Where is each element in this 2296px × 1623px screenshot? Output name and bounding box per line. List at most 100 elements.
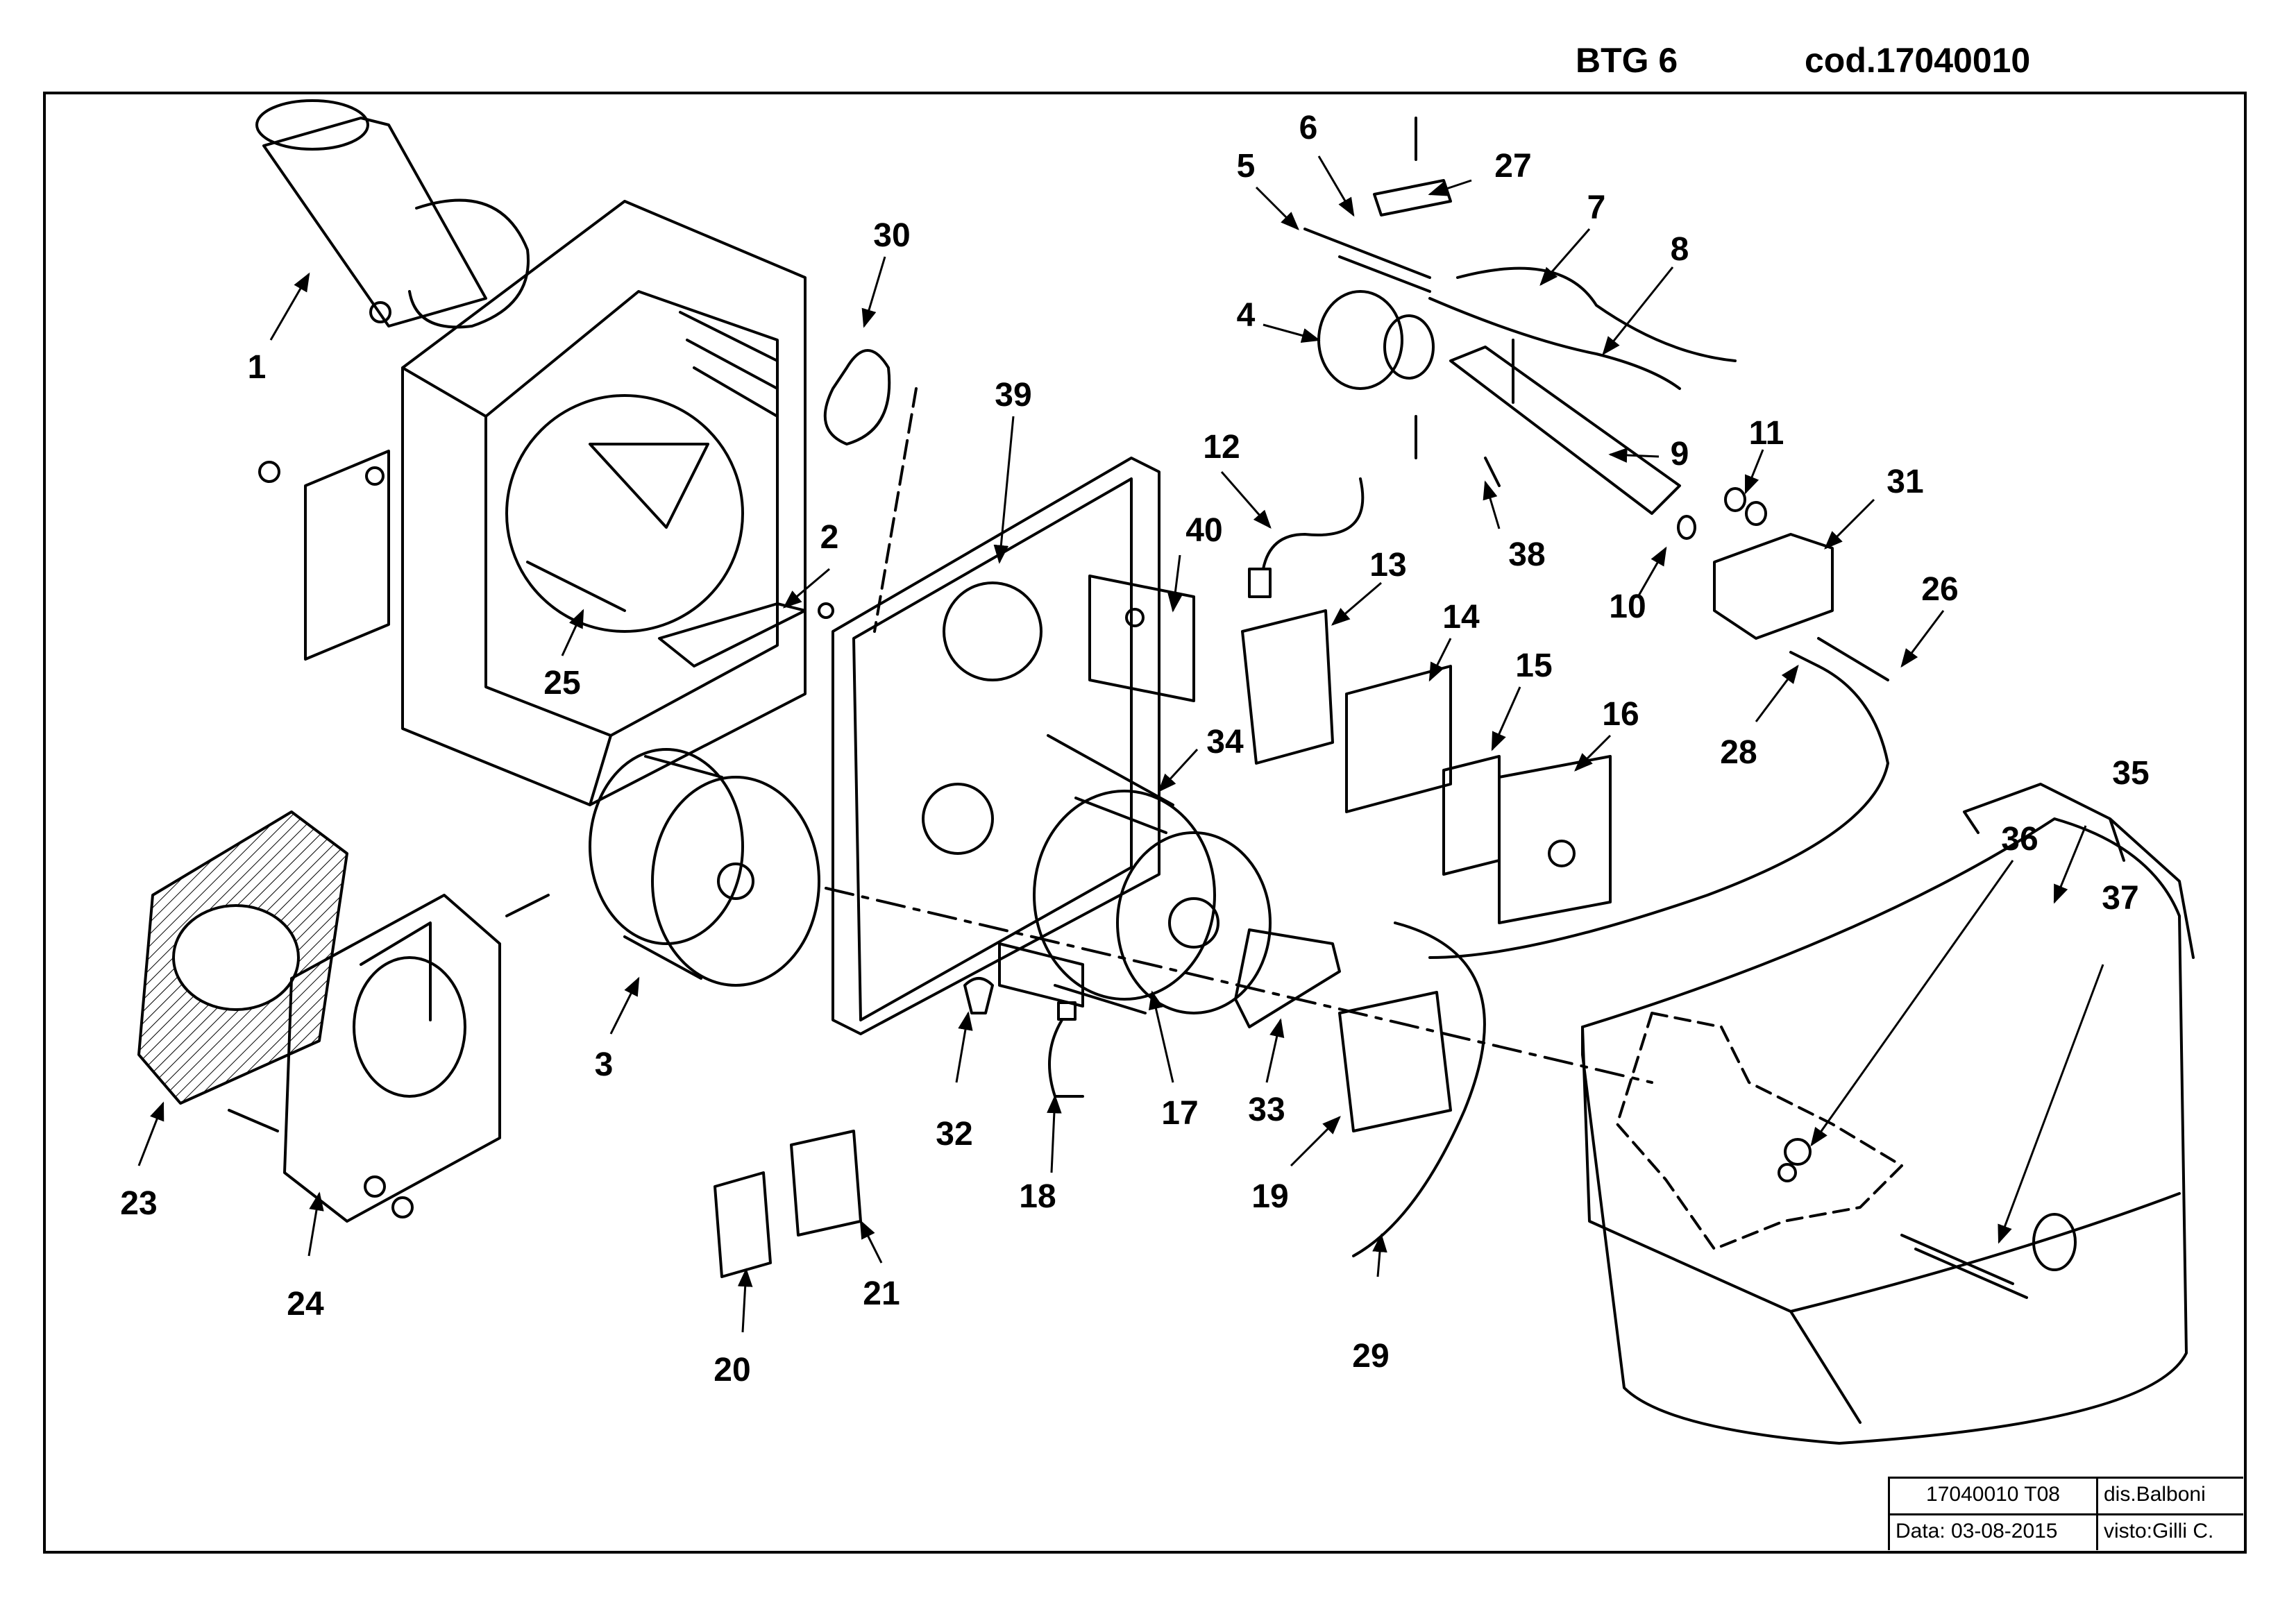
callout-19: 19 — [1251, 1178, 1288, 1215]
callout-12: 12 — [1203, 429, 1240, 466]
mounting-flange — [283, 894, 501, 1223]
electrode — [1303, 228, 1431, 279]
burner-cover — [1581, 817, 2188, 1445]
callout-7: 7 — [1587, 189, 1606, 226]
callout-16: 16 — [1602, 696, 1639, 733]
callout-29: 29 — [1352, 1338, 1389, 1375]
leader — [1483, 480, 1501, 529]
washer — [818, 602, 834, 619]
callout-23: 23 — [120, 1185, 157, 1222]
washer — [1778, 1163, 1797, 1182]
callout-20: 20 — [714, 1352, 750, 1388]
seal-washer — [1745, 501, 1767, 526]
ignition-transformer — [1241, 609, 1334, 765]
leader — [955, 1011, 973, 1083]
leader — [1331, 581, 1382, 626]
screw — [505, 894, 550, 917]
fitting — [1817, 637, 1889, 681]
control-base — [1345, 665, 1452, 813]
nut — [1784, 1138, 1812, 1166]
mounting-plate — [832, 457, 1160, 1035]
fan-housing — [401, 200, 807, 806]
callout-15: 15 — [1515, 647, 1552, 684]
sight-glass — [2032, 1213, 2077, 1271]
electrode-plate — [1373, 179, 1452, 216]
assembly-brace — [1963, 783, 2195, 959]
cover-screw — [1900, 1234, 2014, 1285]
leader — [859, 1219, 883, 1264]
socket-connector — [790, 1130, 862, 1237]
washer — [364, 1175, 386, 1198]
ht-cable-2 — [1428, 297, 1681, 390]
leader — [1491, 686, 1521, 751]
drawing-date: Data: 03-08-2015 — [1890, 1515, 2098, 1550]
fuel-line — [1352, 921, 1486, 1257]
callout-18: 18 — [1019, 1178, 1056, 1215]
callout-34: 34 — [1206, 724, 1244, 760]
model-label: BTG 6 — [1576, 41, 1678, 80]
callout-36: 36 — [2001, 821, 2038, 858]
dash-axis — [873, 387, 918, 633]
leader — [2053, 825, 2087, 904]
leader — [1539, 228, 1591, 287]
air-flap — [658, 602, 807, 668]
leader — [993, 416, 1015, 564]
plug-connector — [714, 1171, 772, 1278]
leader — [1148, 990, 1174, 1083]
callout-24: 24 — [287, 1286, 324, 1323]
leader — [1428, 179, 1472, 196]
screw — [1125, 608, 1145, 627]
callout-3: 3 — [595, 1046, 614, 1083]
callout-17: 17 — [1161, 1095, 1198, 1132]
code-label: cod.17040010 — [1805, 41, 2031, 80]
callout-10: 10 — [1609, 588, 1646, 625]
callout-31: 31 — [1886, 464, 1923, 500]
blast-tube — [255, 99, 530, 329]
head-disc — [1317, 290, 1435, 390]
callout-4: 4 — [1237, 297, 1256, 334]
bracket — [1088, 575, 1195, 702]
callout-1: 1 — [248, 349, 267, 386]
callout-32: 32 — [936, 1116, 972, 1153]
leader — [307, 1191, 324, 1257]
control-box — [1498, 755, 1612, 924]
callout-38: 38 — [1508, 536, 1545, 573]
leader — [1167, 554, 1183, 613]
callout-14: 14 — [1442, 599, 1480, 636]
leader — [1290, 1116, 1341, 1167]
leader — [269, 272, 310, 341]
connector — [1057, 1001, 1077, 1021]
leader — [1255, 186, 1299, 230]
gasket-opening — [172, 904, 300, 1011]
gasket — [304, 450, 390, 661]
callout-6: 6 — [1299, 110, 1318, 146]
leader — [137, 1101, 164, 1166]
leader — [1608, 448, 1660, 463]
callout-30: 30 — [873, 217, 910, 254]
valve-body — [1713, 533, 1834, 640]
leader — [1900, 610, 1945, 668]
cover-screw — [1914, 1248, 2028, 1299]
callout-21: 21 — [863, 1275, 900, 1312]
callout-26: 26 — [1921, 571, 1958, 608]
leader — [1744, 449, 1764, 495]
nut — [391, 1196, 414, 1218]
callout-37: 37 — [2102, 880, 2138, 917]
callout-5: 5 — [1237, 148, 1256, 185]
electrode — [1338, 255, 1431, 293]
drawing-number: 17040010 T08 — [1890, 1479, 2098, 1515]
checked-by: visto:Gilli C. — [2104, 1520, 2214, 1543]
leader — [1574, 734, 1612, 772]
screw — [258, 461, 280, 483]
photo-cell-head — [1248, 568, 1272, 598]
callout-33: 33 — [1248, 1091, 1285, 1128]
screw — [369, 301, 391, 323]
tie-rod — [1047, 734, 1174, 806]
nut — [365, 466, 385, 486]
callout-9: 9 — [1671, 436, 1689, 473]
motor — [1033, 790, 1272, 1014]
leader — [1047, 1094, 1062, 1173]
fan-wheel — [589, 748, 820, 987]
leader — [861, 256, 886, 328]
photo-cell — [1262, 477, 1365, 570]
